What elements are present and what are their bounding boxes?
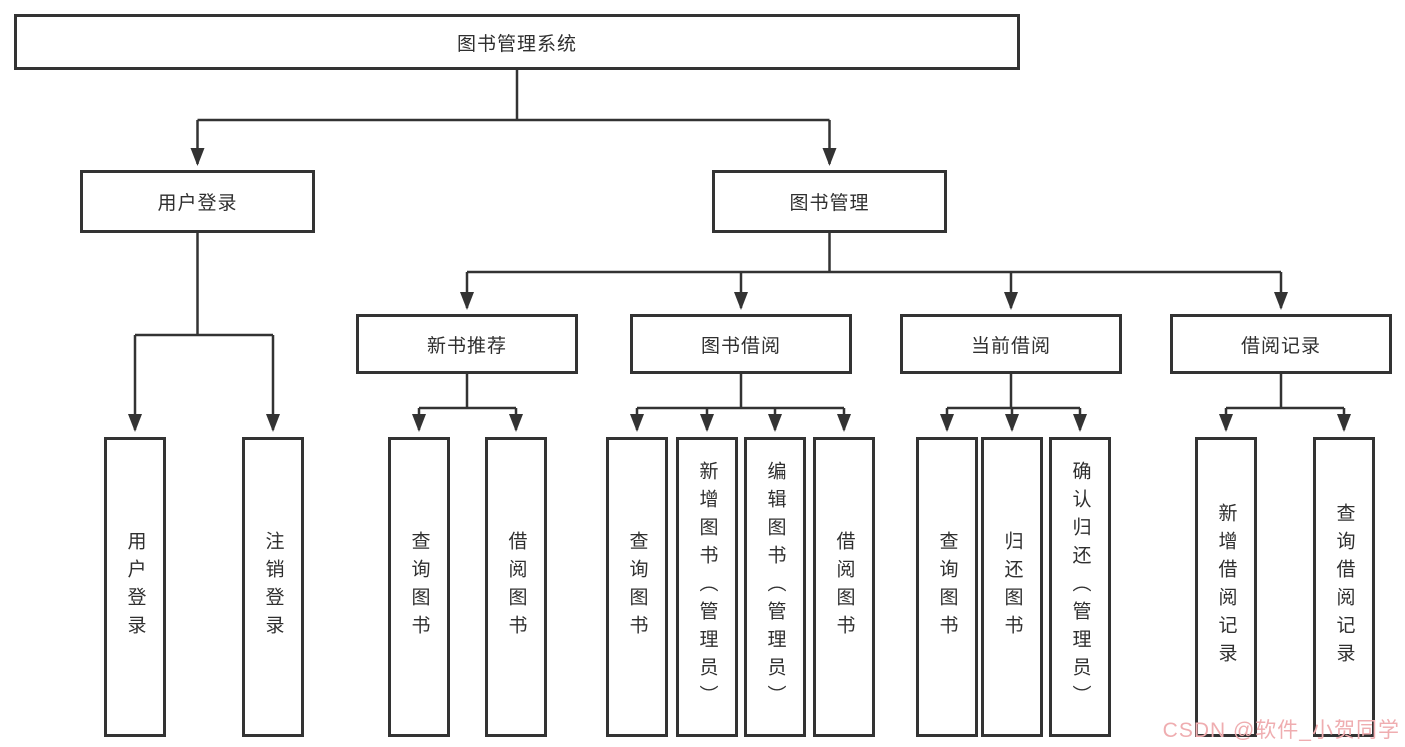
node-label: 新书推荐 <box>426 335 507 357</box>
node-label: 新增借阅记录 <box>1215 503 1237 671</box>
node-leaf-borrow-books-2: 借阅图书 <box>813 437 875 737</box>
node-label: 查询借阅记录 <box>1333 503 1355 671</box>
node-label: 查询图书 <box>626 531 648 643</box>
node-leaf-logout: 注销登录 <box>242 437 304 737</box>
node-label: 新增图书（管理员） <box>696 461 718 713</box>
node-leaf-query-books-1: 查询图书 <box>388 437 450 737</box>
node-label: 借阅记录 <box>1240 335 1321 357</box>
node-leaf-query-books-3: 查询图书 <box>916 437 978 737</box>
csdn-watermark: CSDN @软件_小贺同学 <box>1162 719 1400 742</box>
node-leaf-edit-books-admin: 编辑图书（管理员） <box>744 437 806 737</box>
node-label: 编辑图书（管理员） <box>764 461 786 713</box>
node-label: 图书管理 <box>789 193 870 214</box>
node-leaf-confirm-return-admin: 确认归还（管理员） <box>1049 437 1111 737</box>
node-current-borrowing: 当前借阅 <box>900 314 1122 374</box>
node-leaf-add-books-admin: 新增图书（管理员） <box>676 437 738 737</box>
node-label: 当前借阅 <box>970 335 1051 357</box>
node-label: 借阅图书 <box>833 531 855 643</box>
node-leaf-query-books-2: 查询图书 <box>606 437 668 737</box>
node-book-borrowing: 图书借阅 <box>630 314 852 374</box>
node-leaf-return-books: 归还图书 <box>981 437 1043 737</box>
node-label: 查询图书 <box>936 531 958 643</box>
node-leaf-query-borrow-record: 查询借阅记录 <box>1313 437 1375 737</box>
node-label: 确认归还（管理员） <box>1069 461 1091 713</box>
node-user-login: 用户登录 <box>80 170 315 233</box>
node-label: 归还图书 <box>1001 531 1023 643</box>
node-book-management: 图书管理 <box>712 170 947 233</box>
node-label: 用户登录 <box>124 531 146 643</box>
node-new-book-recommendation: 新书推荐 <box>356 314 578 374</box>
node-label: 查询图书 <box>408 531 430 643</box>
node-leaf-user-login: 用户登录 <box>104 437 166 737</box>
node-label: 图书管理系统 <box>456 33 577 55</box>
node-leaf-add-borrow-record: 新增借阅记录 <box>1195 437 1257 737</box>
node-label: 借阅图书 <box>505 531 527 643</box>
node-leaf-borrow-books-1: 借阅图书 <box>485 437 547 737</box>
node-library-management-system: 图书管理系统 <box>14 14 1020 70</box>
node-borrowing-records: 借阅记录 <box>1170 314 1392 374</box>
node-label: 图书借阅 <box>700 335 781 357</box>
node-label: 注销登录 <box>262 531 284 643</box>
node-label: 用户登录 <box>157 193 238 214</box>
